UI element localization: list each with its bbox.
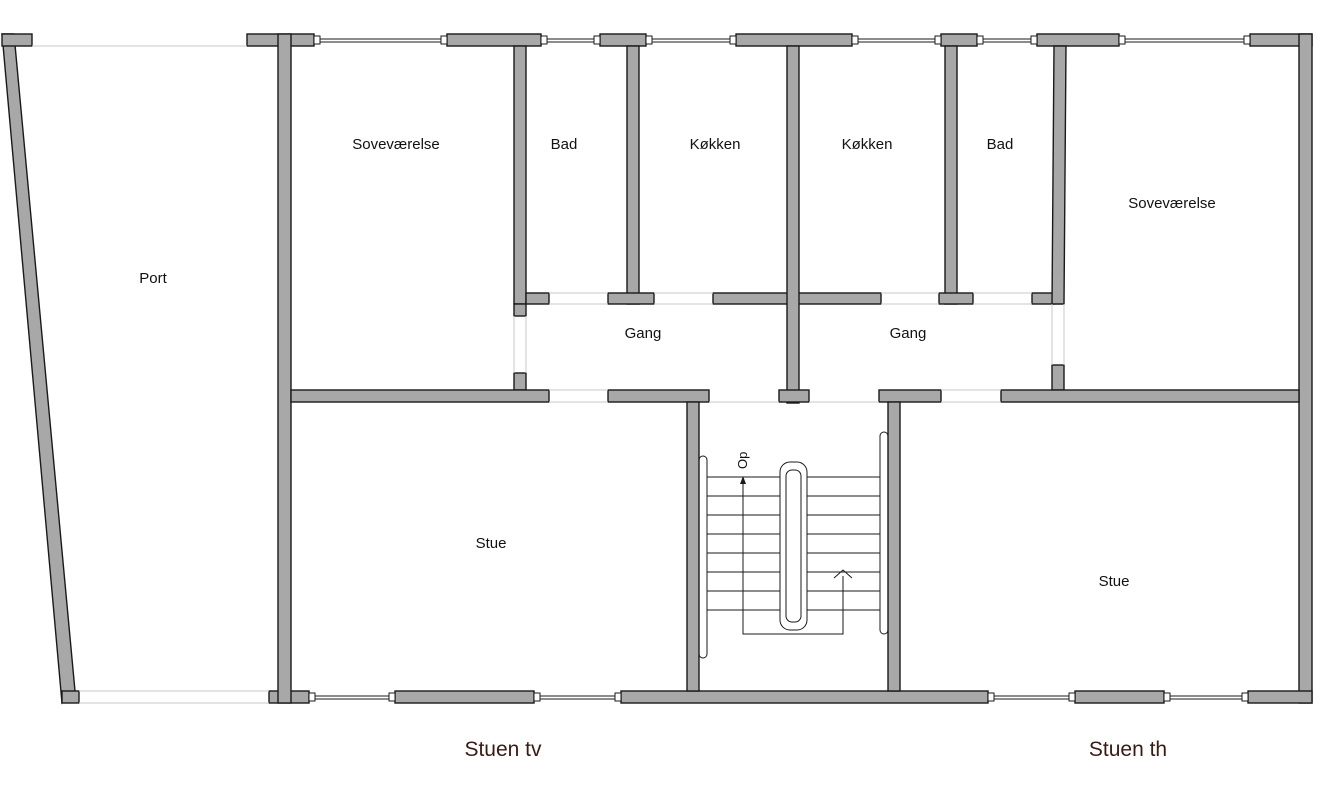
unit-label-left: Stuen tv bbox=[464, 738, 542, 761]
room-label-port: Port bbox=[139, 270, 167, 287]
top-wall-6 bbox=[1036, 33, 1120, 47]
window-bottom-stue-left-1 bbox=[308, 692, 396, 702]
top-wall-5 bbox=[940, 33, 978, 47]
bottom-wall-4 bbox=[620, 690, 989, 704]
room-label-sovevaerelse-right: Soveværelse bbox=[1128, 195, 1216, 212]
sovevaerelse-right-gang-stub bbox=[1051, 364, 1065, 391]
top-wall-2 bbox=[446, 33, 542, 47]
top-left-stub bbox=[1, 33, 33, 47]
stair-steps bbox=[707, 476, 880, 611]
stair-well-inner bbox=[785, 469, 802, 623]
handrail-left bbox=[698, 455, 708, 659]
bad-kokken-wall-left bbox=[626, 45, 640, 305]
bottom-wall-3 bbox=[394, 690, 535, 704]
window-top-bad-left bbox=[540, 35, 601, 45]
right-wall bbox=[1298, 33, 1313, 704]
kokken-left-bottom-stub bbox=[607, 292, 655, 305]
stair-arrow-icon bbox=[740, 476, 746, 484]
window-bottom-stue-right-1 bbox=[987, 692, 1076, 702]
window-top-kokken-right bbox=[851, 35, 942, 45]
kokken-bad-wall-right bbox=[944, 45, 958, 305]
bottom-wall-5 bbox=[1074, 690, 1165, 704]
stue-left-top-wall bbox=[290, 389, 550, 403]
bad-right-bottom-stub-2 bbox=[1031, 292, 1055, 305]
room-label-stue-right: Stue bbox=[1099, 573, 1130, 590]
sovevaerelse-gang-stub-bottom bbox=[513, 372, 527, 391]
gang-left-bottom-wall bbox=[607, 389, 710, 403]
sovevaerelse-gang-stub-top bbox=[513, 303, 527, 317]
gang-right-bottom-stub bbox=[878, 389, 942, 403]
window-top-bad-right bbox=[976, 35, 1038, 45]
center-spine-wall bbox=[786, 45, 800, 404]
openings bbox=[513, 292, 1065, 403]
stair-right-wall bbox=[887, 401, 901, 692]
stair-direction-label: Op bbox=[735, 452, 750, 469]
windows bbox=[32, 35, 1251, 704]
port-slanted-wall bbox=[1, 33, 76, 705]
room-label-gang-left: Gang bbox=[625, 325, 662, 342]
unit-label-right: Stuen th bbox=[1089, 738, 1167, 761]
handrail-right bbox=[879, 431, 889, 635]
window-top-kokken-left bbox=[645, 35, 737, 45]
room-label-kokken-right: Køkken bbox=[842, 136, 893, 153]
bottom-wall-6 bbox=[1247, 690, 1313, 704]
window-top-sovevaerelse-left bbox=[313, 35, 448, 45]
room-label-stue-left: Stue bbox=[476, 535, 507, 552]
stair-left-wall bbox=[686, 401, 700, 692]
window-top-sovevaerelse-right bbox=[1118, 35, 1251, 45]
exterior-walls bbox=[1, 33, 1313, 705]
window-bottom-stue-left-2 bbox=[533, 692, 622, 702]
window-bottom-stue-right-2 bbox=[1163, 692, 1249, 702]
stair-walking-line bbox=[742, 480, 844, 635]
room-labels: Port Soveværelse Bad Køkken Køkken Bad S… bbox=[139, 136, 1216, 590]
room-label-sovevaerelse-left: Soveværelse bbox=[352, 136, 440, 153]
bad-left-bottom-stub bbox=[525, 292, 550, 305]
bottom-wall-1 bbox=[61, 690, 80, 704]
bad-sovevaerelse-wall-right bbox=[1051, 45, 1067, 305]
top-wall-4 bbox=[735, 33, 853, 47]
bad-right-bottom-stub-1 bbox=[938, 292, 974, 305]
room-label-bad-right: Bad bbox=[987, 136, 1014, 153]
interior-walls bbox=[277, 33, 1300, 704]
stair-landing-center-stub bbox=[778, 389, 810, 403]
window-bottom-port bbox=[79, 690, 269, 704]
stair-arrow-chevron bbox=[833, 569, 853, 579]
stue-right-top-wall bbox=[1000, 389, 1300, 403]
port-wall bbox=[277, 33, 292, 704]
unit-labels: Stuen tv Stuen th bbox=[464, 738, 1167, 761]
room-label-gang-right: Gang bbox=[890, 325, 927, 342]
stair-well-outer bbox=[779, 461, 808, 631]
room-label-kokken-left: Køkken bbox=[690, 136, 741, 153]
top-wall-3 bbox=[599, 33, 647, 47]
sovevaerelse-bad-wall-left bbox=[513, 45, 527, 305]
staircase: Op bbox=[698, 431, 889, 659]
room-label-bad-left: Bad bbox=[551, 136, 578, 153]
